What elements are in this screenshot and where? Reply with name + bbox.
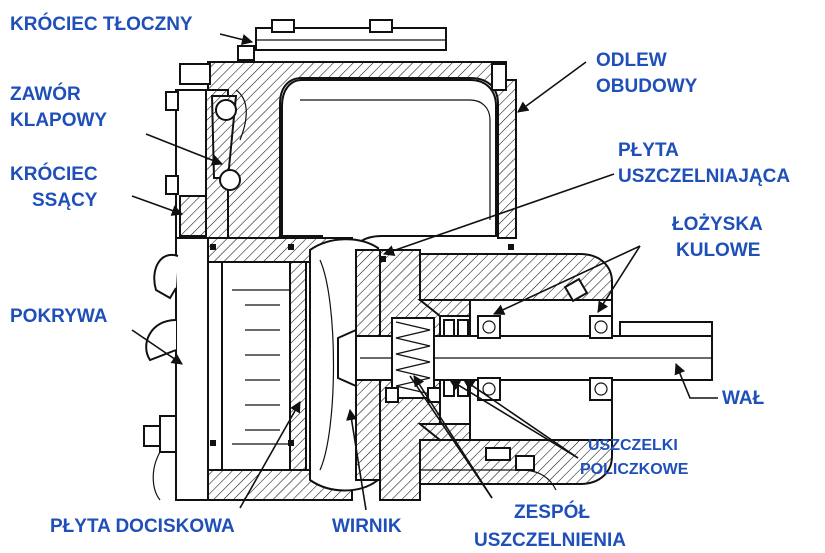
label-odlew-line1: ODLEW xyxy=(596,50,667,71)
leader-odlew xyxy=(517,61,587,113)
label-zespol-line2: USZCZELNIENIA xyxy=(474,530,626,551)
label-plyta-dociskowa: PŁYTA DOCISKOWA xyxy=(50,516,235,537)
leader-wirnik xyxy=(346,408,367,511)
label-zespol-line1: ZESPÓŁ xyxy=(514,501,590,523)
leader-lozyska-1 xyxy=(492,245,641,315)
discharge-flange xyxy=(237,19,447,61)
leader-zespol-2 xyxy=(409,375,493,499)
cover-clamps xyxy=(143,253,179,501)
label-odlew-line2: OBUDOWY xyxy=(596,76,698,97)
label-uszczelki-line2: POLICZKOWE xyxy=(580,461,689,478)
o-ring-marks xyxy=(210,244,514,446)
leader-lines xyxy=(131,33,718,511)
label-krociec-ssacy-line1: KRÓCIEC xyxy=(10,163,98,185)
labels: KRÓCIEC TŁOCZNY ZAWÓR KLAPOWY KRÓCIEC SS… xyxy=(10,13,790,551)
pump-drawing xyxy=(143,19,713,501)
leader-krociec-ssacy xyxy=(131,195,184,216)
leader-wal xyxy=(674,362,718,399)
leader-plyta-dociskowa xyxy=(239,401,301,509)
leader-zawor-klapowy xyxy=(145,133,224,166)
leader-uszczelki-1 xyxy=(449,379,579,459)
label-wal: WAŁ xyxy=(722,388,765,409)
label-wirnik: WIRNIK xyxy=(332,516,402,537)
label-zawor-klapowy-line2: KLAPOWY xyxy=(10,110,107,131)
leader-krociec-tloczny xyxy=(219,33,254,45)
label-lozyska-line2: KULOWE xyxy=(676,240,760,261)
label-lozyska-line1: ŁOŻYSKA xyxy=(672,214,763,235)
label-krociec-tloczny: KRÓCIEC TŁOCZNY xyxy=(10,13,193,35)
label-plyta-uszcz-line1: PŁYTA xyxy=(618,140,679,161)
label-plyta-uszcz-line2: USZCZELNIAJĄCA xyxy=(618,166,790,187)
leader-pokrywa xyxy=(131,329,183,365)
lip-seals-and-bearings xyxy=(443,277,613,401)
leader-lozyska-2 xyxy=(597,245,641,313)
seal-assembly xyxy=(385,317,441,403)
leader-uszczelki-2 xyxy=(463,379,579,459)
label-zawor-klapowy-line1: ZAWÓR xyxy=(10,83,81,105)
leader-plyta-uszcz xyxy=(382,173,615,256)
label-uszczelki-line1: USZCZELKI xyxy=(588,437,678,454)
label-pokrywa: POKRYWA xyxy=(10,306,108,327)
label-krociec-ssacy-line2: SSĄCY xyxy=(32,190,98,211)
